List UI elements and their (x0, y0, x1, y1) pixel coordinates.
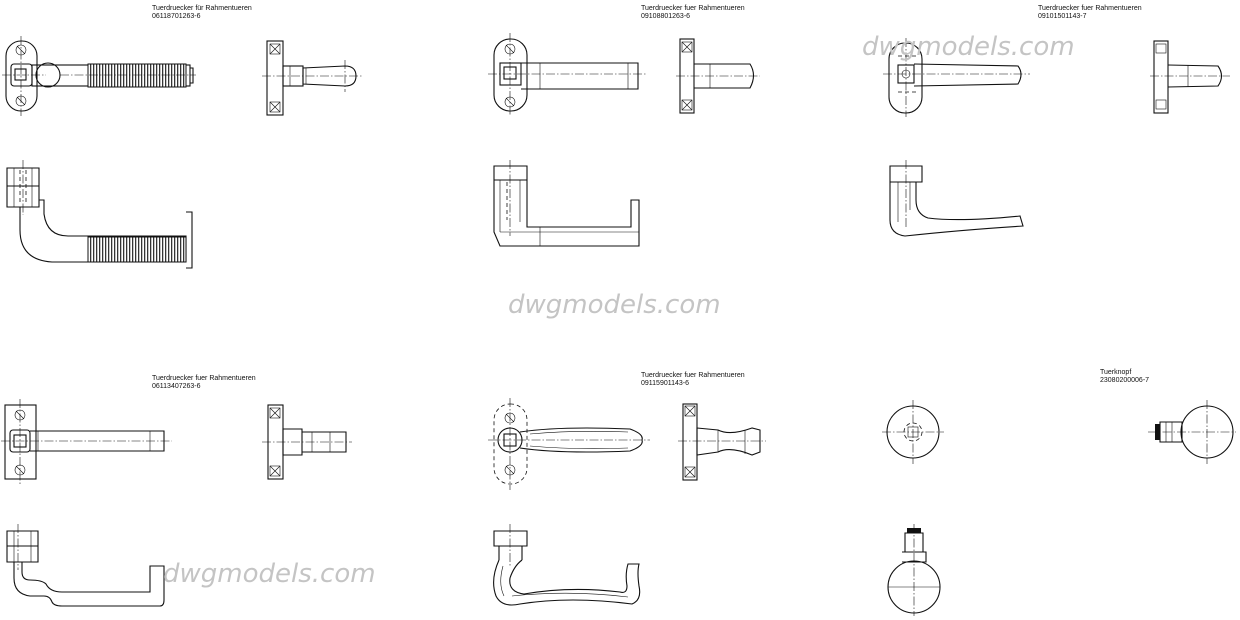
drawing-4-title: Tuerdruecker fuer Rahmentueren (152, 375, 256, 382)
handle-3-side-view (1150, 40, 1230, 114)
handle-4-side-view (262, 404, 352, 480)
drawing-4: Tuerdruecker fuer Rahmentueren 061134072… (1, 375, 352, 607)
drawing-1-title: Tuerdruecker für Rahmentueren (152, 5, 252, 12)
drawing-6-code: 23080200006-7 (1100, 377, 1149, 384)
watermark-top-right: dwgmodels.com (862, 32, 1075, 62)
handle-5-top-view (488, 398, 650, 490)
watermark-bottom-left: dwgmodels.com (163, 559, 376, 589)
handle-1-top-view (2, 36, 196, 116)
drawing-5: Tuerdruecker fuer Rahmentueren 091159011… (488, 372, 766, 606)
handle-1-front-view (6, 160, 193, 269)
handle-2-side-view (676, 38, 760, 114)
drawing-3-title: Tuerdruecker fuer Rahmentueren (1038, 5, 1142, 12)
drawing-1: Tuerdruecker für Rahmentueren 0611870126… (2, 5, 362, 269)
knob-top-view (882, 400, 944, 464)
handle-1-side-view (262, 40, 362, 116)
drawing-1-code: 06118701263-6 (152, 13, 201, 20)
drawing-2-code: 09108801263-6 (641, 13, 690, 20)
drawing-3: Tuerdruecker fuer Rahmentueren 091015011… (883, 5, 1230, 237)
drawing-2: Tuerdruecker fuer Rahmentueren 091088012… (488, 5, 760, 247)
drawing-2-title: Tuerdruecker fuer Rahmentueren (641, 5, 745, 12)
handle-2-front-view (493, 160, 640, 247)
drawing-5-title: Tuerdruecker fuer Rahmentueren (641, 372, 745, 379)
drawing-6: Tuerknopf 23080200006-7 (882, 369, 1236, 616)
knob-front-view (887, 524, 941, 616)
drawing-3-code: 09101501143-7 (1038, 13, 1087, 20)
watermark-center: dwgmodels.com (508, 290, 721, 320)
knob-side-view (1148, 400, 1236, 464)
handle-3-front-view (889, 160, 1024, 237)
drawing-6-title: Tuerknopf (1100, 369, 1131, 376)
handle-5-front-view (493, 524, 641, 606)
handle-3-top-view (883, 38, 1030, 117)
drawing-5-code: 09115901143-6 (641, 380, 689, 387)
handle-2-top-view (488, 33, 646, 116)
handle-4-top-view (1, 399, 172, 484)
drawing-4-code: 06113407263-6 (152, 383, 201, 390)
handle-5-side-view (678, 403, 766, 481)
handle-4-front-view (6, 524, 165, 607)
